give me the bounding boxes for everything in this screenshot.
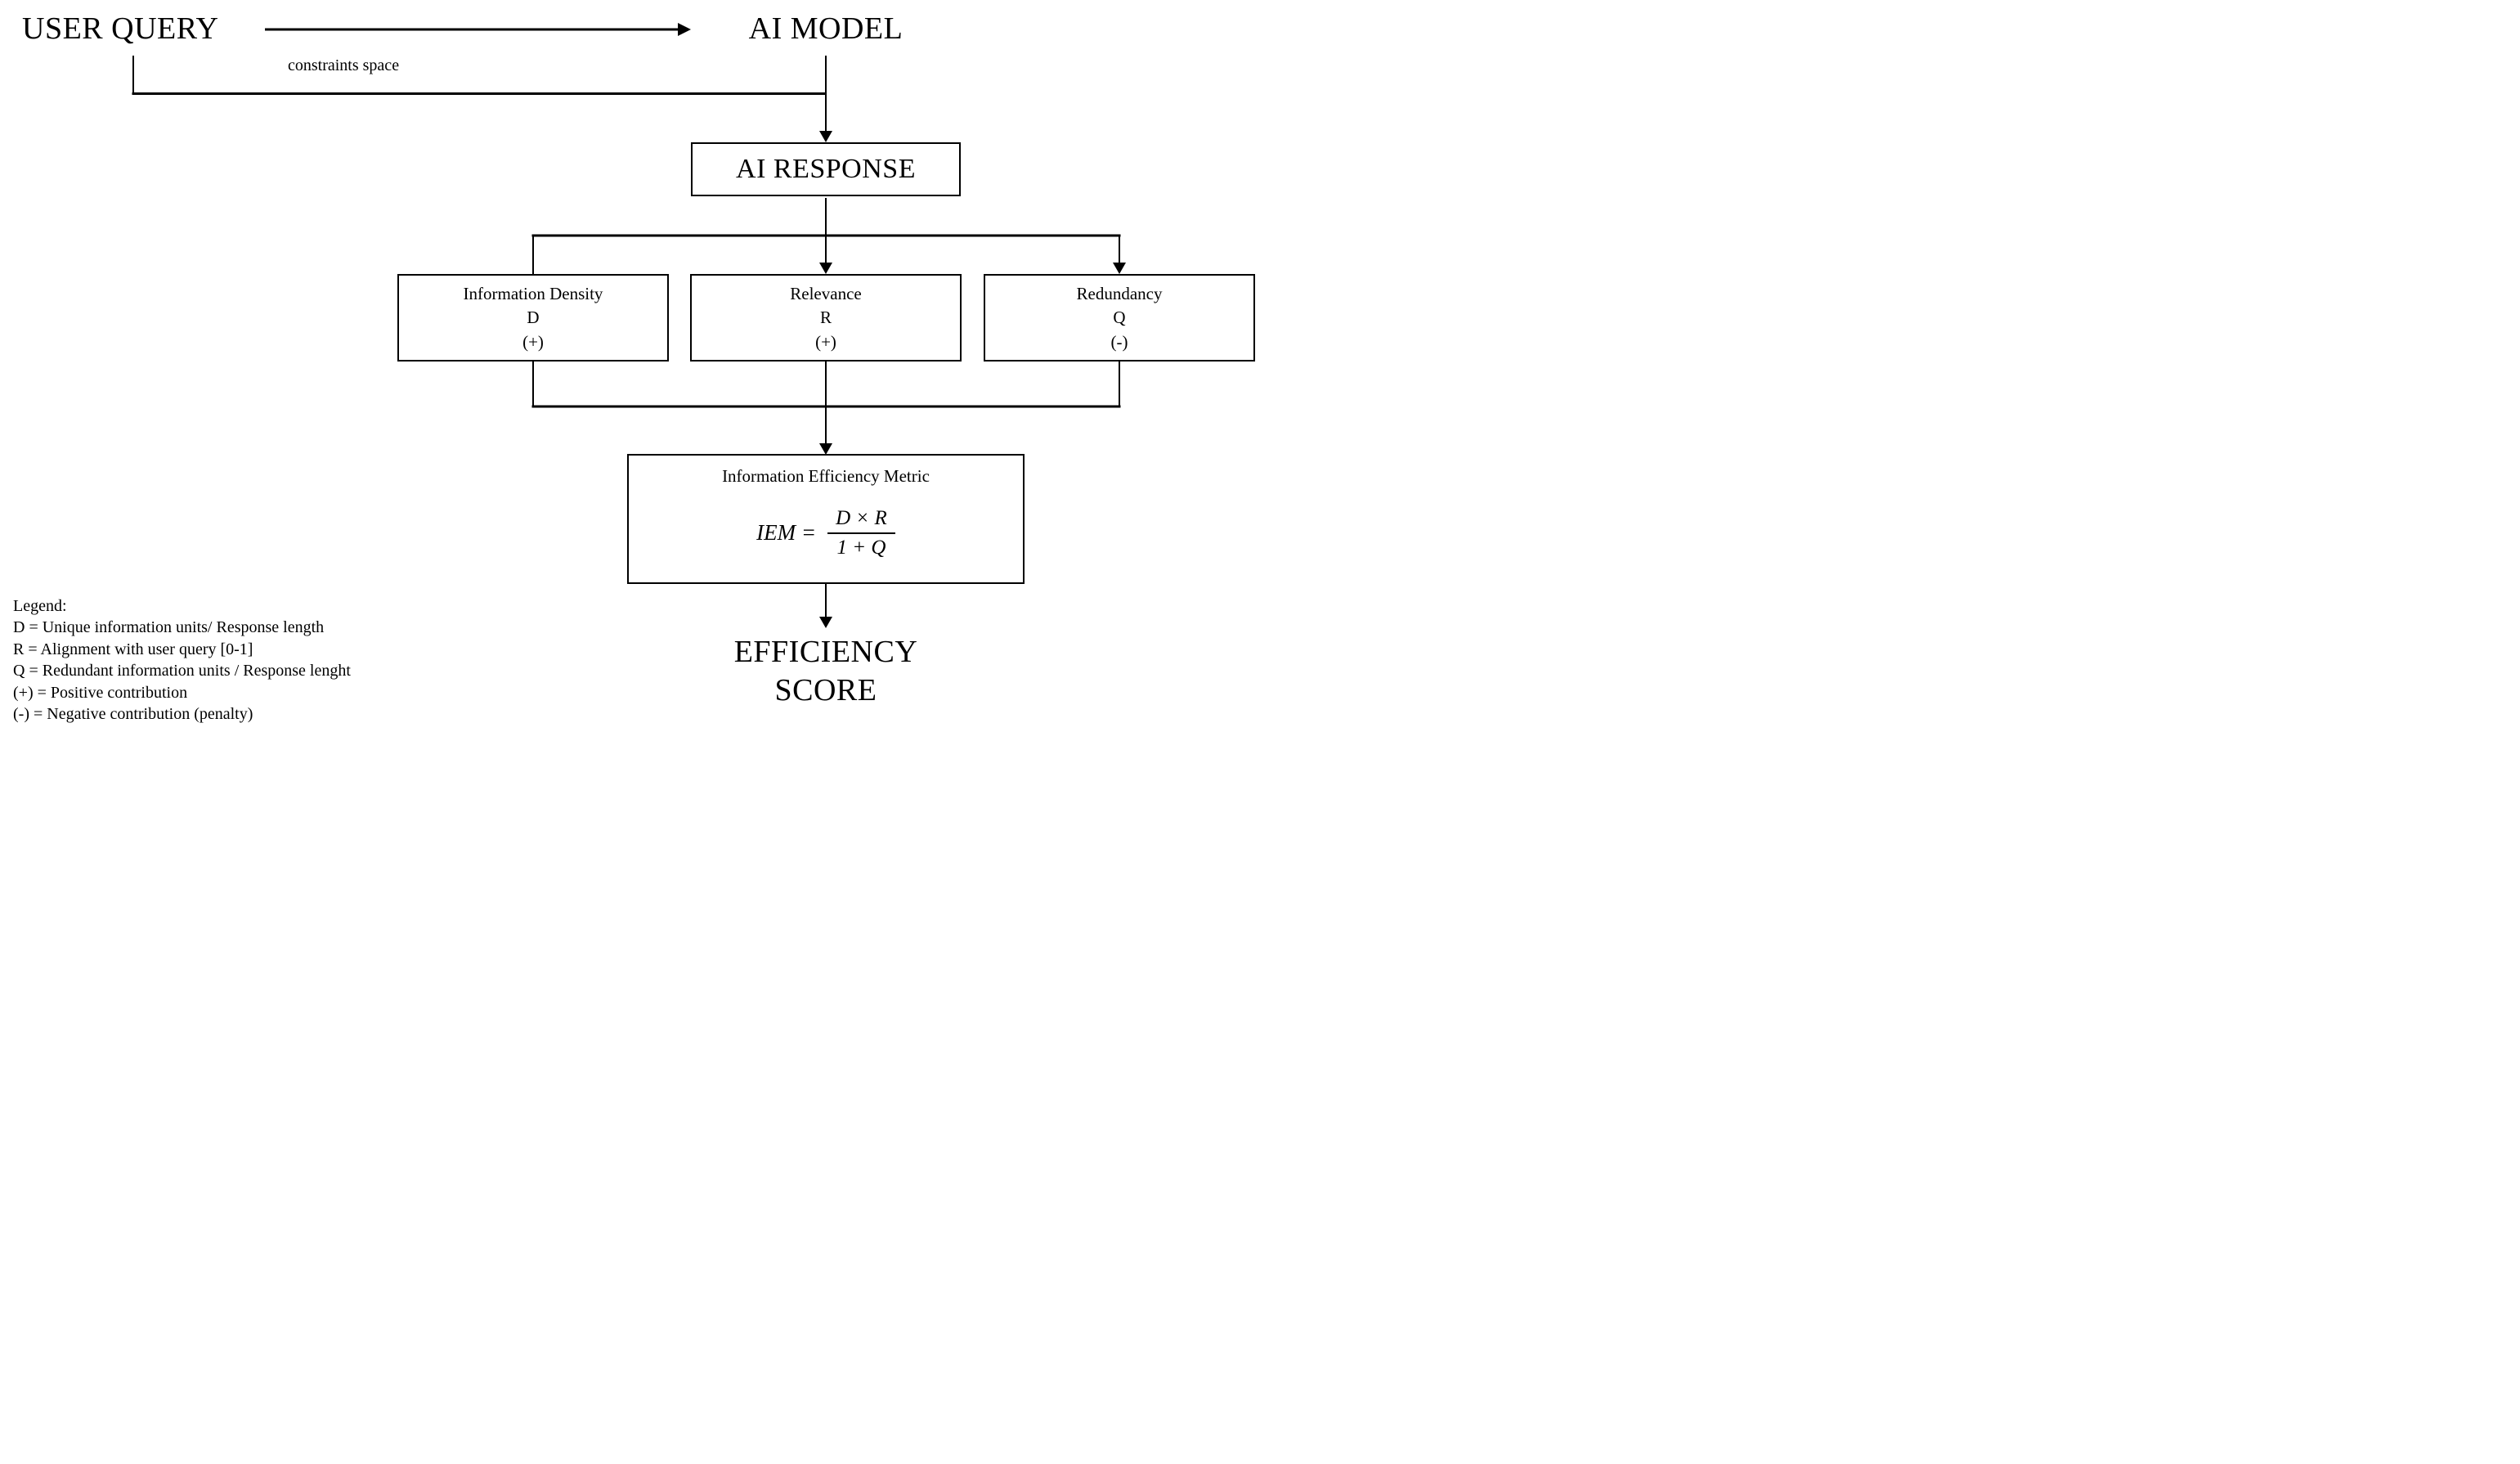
formula-lhs: IEM = — [756, 520, 817, 545]
factor-title: Relevance — [790, 283, 862, 303]
legend-title: Legend: — [13, 597, 67, 615]
flowchart-canvas: USER QUERY AI MODEL constraints space AI… — [0, 0, 1260, 732]
ai-response-box: AI RESPONSE — [691, 142, 961, 196]
efficiency-score-line1: EFFICIENCY — [733, 635, 918, 669]
model-to-response-arrowhead — [819, 131, 832, 142]
connector-layer — [132, 23, 1126, 628]
factor-title: Redundancy — [1076, 283, 1163, 303]
factor-sign: (+) — [522, 331, 544, 352]
efficiency-score-label: EFFICIENCY SCORE — [662, 633, 989, 710]
efficiency-score-line2: SCORE — [774, 673, 877, 707]
iem-title: Information Efficiency Metric — [722, 466, 930, 486]
factor-title: Information Density — [463, 283, 603, 303]
factor-symbol: R — [819, 308, 832, 327]
factor-sign: (-) — [1110, 331, 1128, 352]
ai-response-label: AI RESPONSE — [736, 154, 916, 184]
branch-right-arrowhead — [1113, 263, 1126, 274]
iem-arrowhead — [819, 443, 832, 455]
factor-sign: (+) — [815, 331, 836, 352]
legend-item: (+) = Positive contribution — [13, 683, 188, 702]
factor-box-information-density: Information Density D (+) — [397, 274, 669, 362]
formula-fraction: D × R 1 + Q — [827, 506, 895, 560]
query-to-model-arrowhead — [678, 23, 691, 36]
factor-symbol: Q — [1113, 308, 1126, 327]
score-arrowhead — [819, 617, 832, 628]
iem-formula: IEM = D × R 1 + Q — [756, 483, 895, 582]
factor-box-relevance: Relevance R (+) — [690, 274, 962, 362]
legend-item: R = Alignment with user query [0-1] — [13, 640, 253, 658]
user-query-label: USER QUERY — [22, 11, 219, 46]
legend: Legend: D = Unique information units/ Re… — [13, 595, 351, 725]
factor-symbol: D — [527, 308, 540, 327]
legend-item: Q = Redundant information units / Respon… — [13, 662, 351, 680]
ai-model-label: AI MODEL — [748, 11, 904, 46]
formula-numerator: D × R — [827, 506, 895, 534]
formula-denominator: 1 + Q — [836, 536, 886, 559]
legend-item: (-) = Negative contribution (penalty) — [13, 705, 253, 724]
constraints-space-label: constraints space — [288, 56, 400, 74]
branch-center-arrowhead — [819, 263, 832, 274]
iem-box: Information Efficiency Metric IEM = D × … — [627, 454, 1025, 584]
legend-item: D = Unique information units/ Response l… — [13, 618, 325, 637]
factor-box-redundancy: Redundancy Q (-) — [984, 274, 1255, 362]
